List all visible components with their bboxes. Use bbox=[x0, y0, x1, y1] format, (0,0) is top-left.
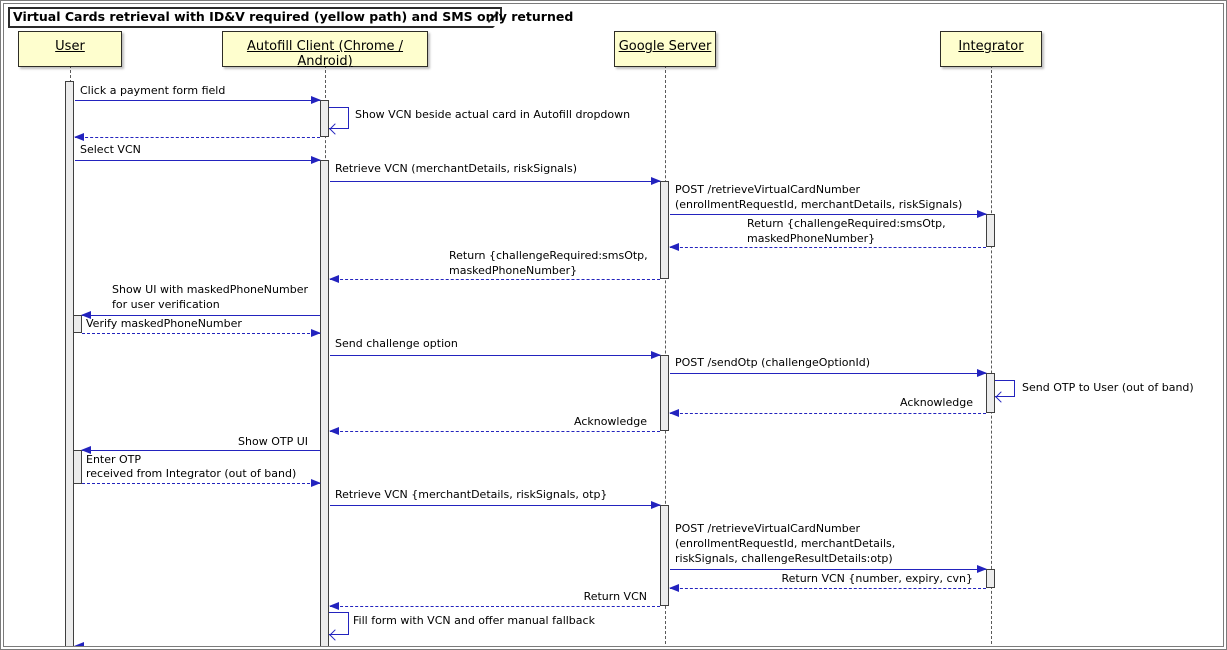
arrow-enter-otp bbox=[82, 478, 321, 487]
arrowhead-icon bbox=[311, 478, 321, 487]
diagram-title: Virtual Cards retrieval with ID&V requir… bbox=[13, 9, 574, 24]
arrowhead-icon bbox=[311, 155, 321, 164]
activation-autofill-2 bbox=[320, 160, 329, 646]
arrowhead-icon bbox=[977, 368, 987, 377]
arrowhead-icon bbox=[81, 445, 91, 454]
activation-integrator-2 bbox=[986, 373, 995, 413]
label-ack-integrator: Acknowledge bbox=[899, 396, 973, 409]
participant-google-server: Google Server bbox=[614, 31, 716, 67]
arrowhead-icon bbox=[74, 132, 84, 141]
label-post-retrieve-2-line1: POST /retrieveVirtualCardNumber bbox=[675, 522, 861, 535]
arrow-return-vcn-integrator bbox=[669, 583, 986, 592]
arrowhead-icon bbox=[329, 274, 339, 283]
arrowhead-icon bbox=[669, 583, 679, 592]
participant-user: User bbox=[18, 31, 122, 67]
label-show-ui-masked-line2: for user verification bbox=[112, 298, 220, 311]
arrow-final-return bbox=[74, 641, 84, 646]
arrow-send-challenge-option bbox=[330, 350, 661, 359]
activation-user-main bbox=[65, 81, 74, 646]
arrow-ack-google bbox=[329, 426, 660, 435]
arrowhead-icon bbox=[311, 328, 321, 337]
activation-google-1 bbox=[660, 181, 669, 279]
arrow-post-sendotp bbox=[670, 368, 987, 377]
activation-google-2 bbox=[660, 355, 669, 431]
arrowhead-icon bbox=[669, 408, 679, 417]
arrow-return-challenge-google bbox=[329, 274, 660, 283]
arrowhead-icon bbox=[669, 242, 679, 251]
label-enter-otp-line2: received from Integrator (out of band) bbox=[86, 467, 297, 480]
arrow-verify-masked bbox=[82, 328, 321, 337]
open-arrowhead-icon bbox=[329, 123, 341, 135]
label-verify-masked: Verify maskedPhoneNumber bbox=[86, 317, 242, 330]
arrowhead-icon bbox=[329, 601, 339, 610]
label-ack-google: Acknowledge bbox=[573, 415, 647, 428]
label-retrieve-vcn-1: Retrieve VCN (merchantDetails, riskSigna… bbox=[335, 162, 577, 175]
participant-autofill-client: Autofill Client (Chrome / Android) bbox=[222, 31, 428, 69]
arrowhead-icon bbox=[74, 641, 84, 646]
self-arrow-show-vcn bbox=[329, 107, 349, 135]
activation-integrator-1 bbox=[986, 214, 995, 247]
arrowhead-icon bbox=[651, 176, 661, 185]
label-retrieve-vcn-2: Retrieve VCN {merchantDetails, riskSigna… bbox=[335, 488, 608, 501]
arrow-show-ui-masked bbox=[81, 310, 320, 319]
self-arrow-send-otp bbox=[995, 380, 1015, 403]
arrow-click-payment-field bbox=[75, 95, 321, 104]
label-return-challenge-int-line2: maskedPhoneNumber} bbox=[747, 232, 876, 245]
label-return-challenge-int-line1: Return {challengeRequired:smsOtp, bbox=[747, 217, 946, 230]
activation-user-verify bbox=[73, 315, 82, 333]
activation-user-otp bbox=[73, 450, 82, 484]
arrowhead-icon bbox=[311, 95, 321, 104]
lifeline-integrator bbox=[990, 65, 992, 646]
label-return-vcn: Return VCN bbox=[583, 590, 647, 603]
arrow-return-challenge-integrator bbox=[669, 242, 986, 251]
label-send-otp-user: Send OTP to User (out of band) bbox=[1022, 381, 1194, 394]
label-post-retrieve-1-line1: POST /retrieveVirtualCardNumber bbox=[675, 183, 861, 196]
activation-autofill-1 bbox=[320, 100, 329, 137]
diagram-title-frame bbox=[8, 7, 502, 28]
label-click-payment-field: Click a payment form field bbox=[80, 84, 226, 97]
arrow-ack-integrator bbox=[669, 408, 986, 417]
arrowhead-icon bbox=[977, 209, 987, 218]
arrow-return-dropdown bbox=[74, 132, 320, 141]
arrow-return-vcn-google bbox=[329, 601, 660, 610]
label-show-ui-masked-line1: Show UI with maskedPhoneNumber bbox=[112, 283, 308, 296]
open-arrowhead-icon bbox=[329, 629, 341, 641]
arrowhead-icon bbox=[651, 500, 661, 509]
arrow-select-vcn bbox=[75, 155, 321, 164]
label-post-retrieve-1-line2: (enrollmentRequestId, merchantDetails, r… bbox=[675, 198, 963, 211]
activation-google-3 bbox=[660, 505, 669, 606]
arrow-post-retrieve-1 bbox=[670, 209, 987, 218]
arrow-post-retrieve-2 bbox=[670, 564, 987, 573]
label-fill-form: Fill form with VCN and offer manual fall… bbox=[353, 614, 595, 627]
arrowhead-icon bbox=[977, 564, 987, 573]
arrowhead-icon bbox=[81, 310, 91, 319]
label-select-vcn: Select VCN bbox=[80, 143, 141, 156]
label-return-challenge-gs-line2: maskedPhoneNumber} bbox=[449, 264, 578, 277]
label-show-otp-ui: Show OTP UI bbox=[238, 435, 308, 448]
activation-integrator-3 bbox=[986, 569, 995, 588]
label-post-retrieve-2-line3: riskSignals, challengeResultDetails:otp) bbox=[675, 552, 893, 565]
arrow-retrieve-vcn-1 bbox=[330, 176, 661, 185]
label-enter-otp-line1: Enter OTP bbox=[86, 453, 142, 466]
arrow-retrieve-vcn-2 bbox=[330, 500, 661, 509]
label-show-vcn: Show VCN beside actual card in Autofill … bbox=[355, 108, 631, 121]
label-post-retrieve-2-line2: (enrollmentRequestId, merchantDetails, bbox=[675, 537, 896, 550]
participant-integrator: Integrator bbox=[940, 31, 1042, 67]
label-return-vcn-full: Return VCN {number, expiry, cvn} bbox=[781, 572, 973, 585]
label-post-sendotp: POST /sendOtp (challengeOptionId) bbox=[675, 356, 870, 369]
label-return-challenge-gs-line1: Return {challengeRequired:smsOtp, bbox=[449, 249, 648, 262]
open-arrowhead-icon bbox=[995, 391, 1007, 403]
arrow-show-otp-ui bbox=[81, 445, 320, 454]
arrowhead-icon bbox=[651, 350, 661, 359]
self-arrow-fill-form bbox=[329, 612, 349, 641]
label-send-challenge-option: Send challenge option bbox=[335, 337, 458, 350]
arrowhead-icon bbox=[329, 426, 339, 435]
